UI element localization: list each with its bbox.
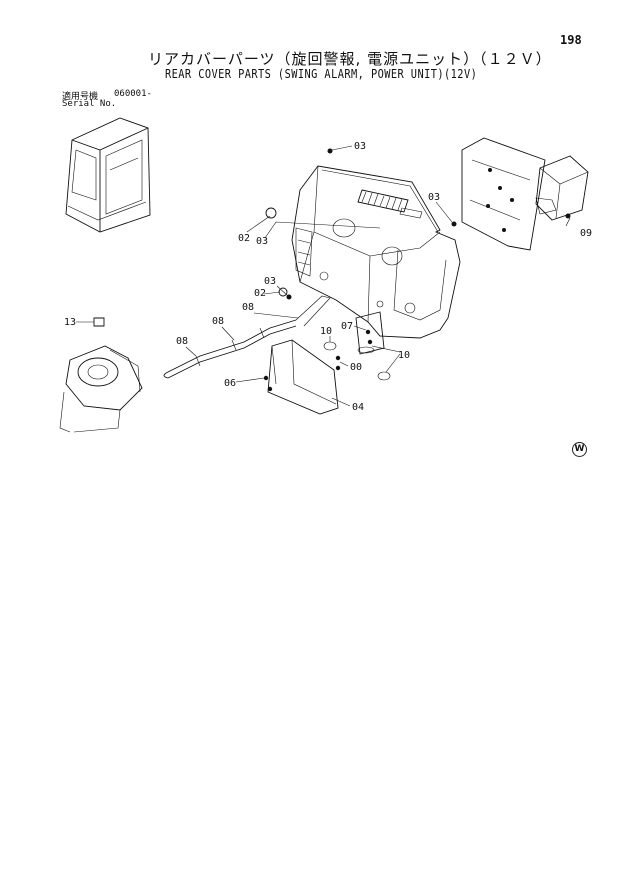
serial-label-english: Serial No.: [62, 99, 117, 109]
swing-alarm-unit: [59, 317, 143, 433]
page-title-japanese: リアカバーパーツ（旋回警報, 電源ユニット）（１２Ｖ）: [148, 50, 552, 68]
lower-cover-plate: [267, 339, 339, 415]
callout-02: 02: [238, 233, 250, 244]
callout-02: 02: [254, 288, 266, 299]
callout-08: 08: [212, 316, 224, 327]
callout-08: 08: [176, 336, 188, 347]
callout-10: 10: [320, 326, 332, 337]
rear-cover-assembly: [291, 165, 461, 339]
callout-03: 03: [264, 276, 276, 287]
cab-thumbnail: [65, 117, 151, 233]
power-unit-bracket: [461, 137, 589, 251]
callout-03: 03: [256, 236, 268, 247]
callout-03: 03: [428, 192, 440, 203]
callout-08: 08: [242, 302, 254, 313]
clamp-bracket: [323, 311, 391, 381]
callout-06: 06: [224, 378, 236, 389]
page-title-english: REAR COVER PARTS (SWING ALARM, POWER UNI…: [165, 67, 478, 81]
serial-label-japanese: 適用号機: [62, 92, 99, 102]
serial-number-value: 060001-: [114, 89, 152, 99]
callout-03: 03: [354, 141, 366, 152]
page-number: 198: [560, 33, 582, 47]
callout-10: 10: [398, 350, 410, 361]
callout-00: 00: [350, 362, 362, 373]
callout-09: 09: [580, 228, 592, 239]
leader-lines: [76, 145, 571, 407]
callout-07: 07: [341, 321, 353, 332]
corner-mark: W: [572, 442, 587, 457]
callout-04: 04: [352, 402, 364, 413]
wire-harness: [163, 295, 331, 379]
callout-13: 13: [64, 317, 76, 328]
fasteners: [263, 148, 571, 392]
